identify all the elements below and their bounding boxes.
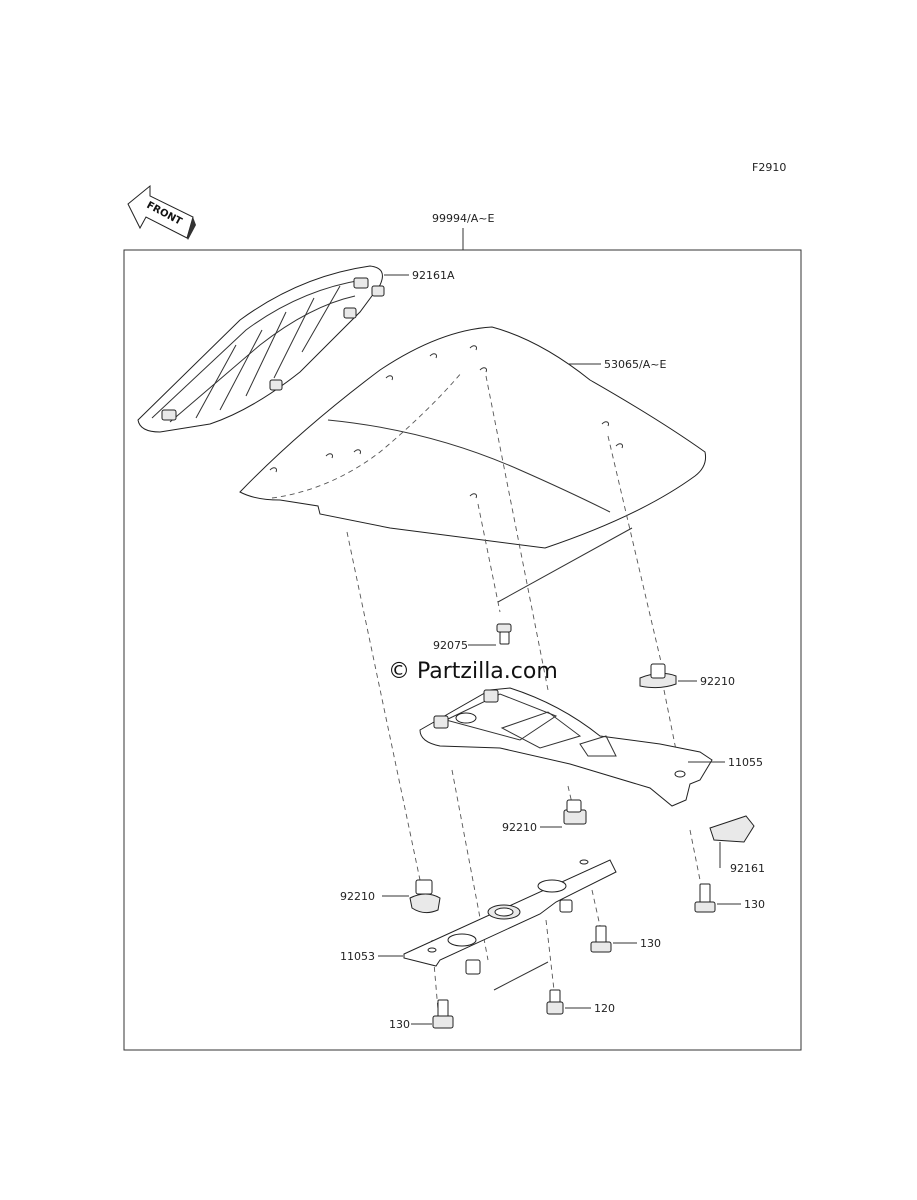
seat-cover-part: [239, 326, 706, 549]
label-92210-middle: 92210: [502, 821, 537, 834]
front-arrow-icon: FRONT: [127, 184, 196, 240]
label-130-left: 130: [389, 1018, 410, 1031]
label-92210-left: 92210: [340, 890, 375, 903]
label-92075: 92075: [433, 639, 468, 652]
label-120: 120: [594, 1002, 615, 1015]
label-92161: 92161: [730, 862, 765, 875]
bolt-center-part: [546, 989, 564, 1015]
label-130-middle: 130: [640, 937, 661, 950]
nut-upper-right-part: [639, 663, 677, 689]
cowl-frame-part: [137, 265, 385, 433]
bolt-right-part: [694, 883, 716, 913]
label-92161A: 92161A: [412, 269, 455, 282]
label-53065: 53065/A~E: [604, 358, 666, 371]
label-11055: 11055: [728, 756, 763, 769]
watermark: © Partzilla.com: [388, 659, 558, 684]
label-92210-upper: 92210: [700, 675, 735, 688]
bolt-left-part: [432, 999, 454, 1029]
bolt-middle-part: [590, 925, 612, 953]
damper-part: [709, 815, 755, 843]
nut-left-part: [409, 879, 441, 914]
nut-middle-part: [563, 799, 587, 825]
upper-bracket-part: [419, 687, 713, 807]
assembly-frame: [123, 249, 802, 1051]
label-130-right: 130: [744, 898, 765, 911]
grommet-part: [496, 623, 512, 645]
lower-bracket-part: [403, 859, 617, 975]
diagram-code: F2910: [752, 161, 786, 174]
label-11053: 11053: [340, 950, 375, 963]
label-99994: 99994/A~E: [432, 212, 494, 225]
